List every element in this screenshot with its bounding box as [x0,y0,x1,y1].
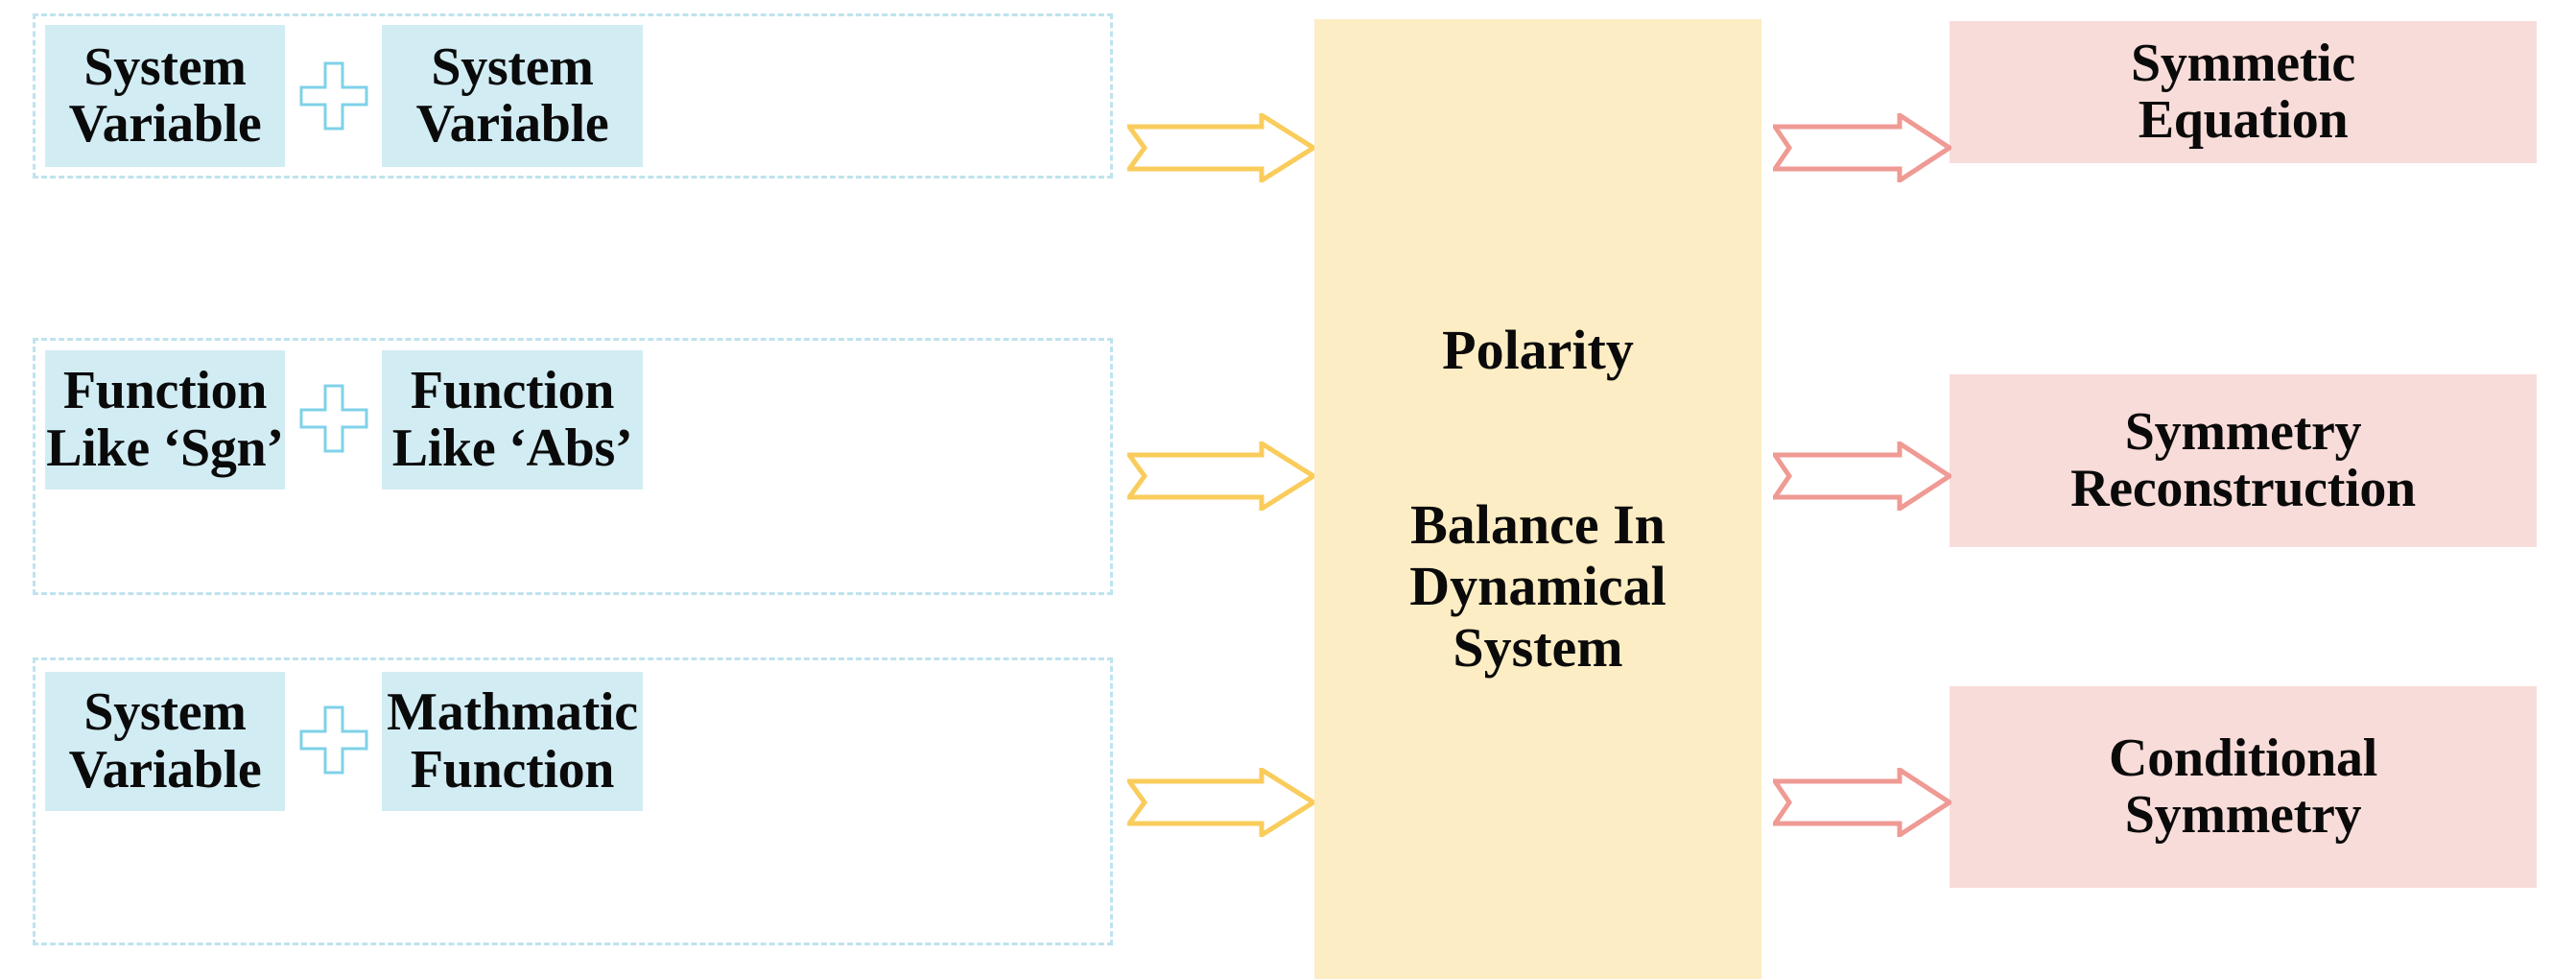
output-row-3-line-1: Conditional [2109,728,2377,788]
plus-icon-row-3 [297,704,370,776]
input-row-3-right-line-1: Mathmatic [387,682,638,743]
flow-arrow-rose-row-1 [1773,113,1951,182]
plus-icon-row-1 [297,60,370,132]
flow-arrow-yellow-row-2 [1127,442,1315,511]
input-row-1-right-line-2: Variable [415,94,609,154]
output-row-1-line-1: Symmetic [2131,33,2355,93]
flow-arrow-yellow-row-3 [1127,768,1315,837]
input-group-frame-row-1 [33,13,1113,179]
center-box-line-1: Polarity [1442,319,1634,382]
input-row-2-left-line-2: Like ‘Sgn’ [46,418,284,478]
input-row-2-left-line-1: Function [62,361,268,421]
input-row-3-right-line-2: Function [410,739,615,800]
input-row-1-right-line-1: System [431,36,594,97]
input-row-2-right-line-2: Like ‘Abs’ [391,418,633,478]
input-row-3-left-line-1: System [83,682,247,743]
center-box-polarity-balance[interactable]: Polarity Balance In Dynamical System [1314,19,1761,979]
center-box-line-2: Balance In Dynamical System [1409,493,1666,679]
flow-arrow-rose-row-3 [1773,768,1951,837]
input-row-3-left-line-2: Variable [68,739,262,800]
flow-arrow-yellow-row-1 [1127,113,1315,182]
input-row-2-right-line-1: Function [410,361,615,421]
input-row-1-left-line-1: System [83,36,247,97]
plus-icon-row-2 [297,382,370,455]
input-row-1-left-line-2: Variable [68,94,262,154]
input-group-frame-row-3 [33,657,1113,945]
output-row-2-line-1: Symmetry [2124,401,2362,462]
output-row-1-line-2: Equation [2138,90,2349,150]
output-row-3-line-2: Symmetry [2124,785,2362,845]
input-group-frame-row-2 [33,338,1113,595]
output-row-2-line-2: Reconstruction [2070,459,2416,518]
flow-arrow-rose-row-2 [1773,442,1951,511]
